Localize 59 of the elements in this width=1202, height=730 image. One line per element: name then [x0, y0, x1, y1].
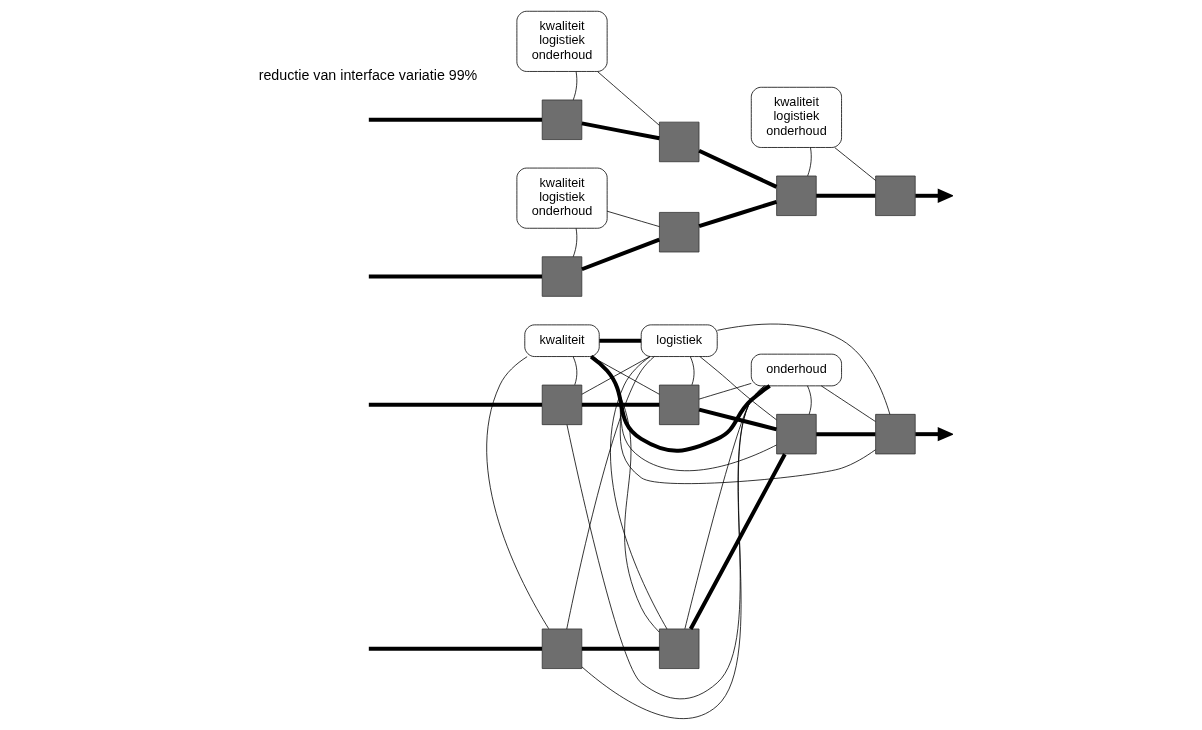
node-box [658, 628, 699, 669]
arrow [914, 426, 953, 442]
connector [572, 227, 577, 258]
connector [368, 117, 542, 122]
node-box [541, 384, 582, 426]
connector [565, 356, 655, 630]
node-box: kwaliteit logistiek onderhoud [516, 10, 608, 72]
node-box [658, 384, 699, 426]
node-box [658, 212, 699, 253]
node-box [775, 413, 817, 455]
node-box [541, 99, 582, 140]
connector [596, 71, 660, 126]
connector [688, 453, 787, 630]
connector [581, 402, 659, 407]
connector [684, 385, 766, 630]
connector [572, 356, 577, 386]
node-box: onderhoud [750, 353, 842, 387]
connector [589, 355, 771, 453]
connector [606, 210, 660, 227]
node-box [541, 256, 582, 297]
label: reductie van interface variatie 99% [258, 67, 477, 84]
connector [689, 356, 694, 386]
connector [697, 149, 777, 189]
connector [698, 383, 752, 400]
connector [815, 193, 875, 198]
connector [806, 385, 812, 415]
connector [598, 338, 641, 343]
node-box [874, 413, 916, 455]
node-box [658, 121, 699, 163]
connector [716, 323, 890, 415]
connector [834, 147, 876, 181]
node-box: kwaliteit logistiek onderhoud [516, 167, 608, 229]
connector [368, 274, 542, 279]
connector [581, 356, 650, 395]
connector [592, 356, 660, 633]
connector [609, 356, 667, 630]
connector [485, 356, 549, 630]
node-box: kwaliteit logistiek onderhoud [750, 86, 842, 148]
connector [368, 646, 542, 651]
node-box: logistiek [640, 324, 718, 357]
connector [820, 385, 876, 422]
connector [699, 356, 777, 421]
connector [368, 402, 542, 407]
node-box [874, 175, 916, 216]
connector [590, 356, 777, 472]
connector [580, 237, 660, 272]
node-box [775, 175, 817, 216]
node-box: kwaliteit [523, 324, 600, 357]
connector [581, 646, 659, 651]
connector [806, 147, 812, 177]
connector [581, 121, 660, 141]
arrow [914, 188, 953, 203]
node-box [541, 628, 582, 669]
connector [590, 356, 660, 395]
connector [698, 199, 777, 229]
connector [591, 356, 876, 484]
connector [698, 407, 777, 432]
connector [572, 71, 577, 101]
connector [815, 432, 875, 437]
